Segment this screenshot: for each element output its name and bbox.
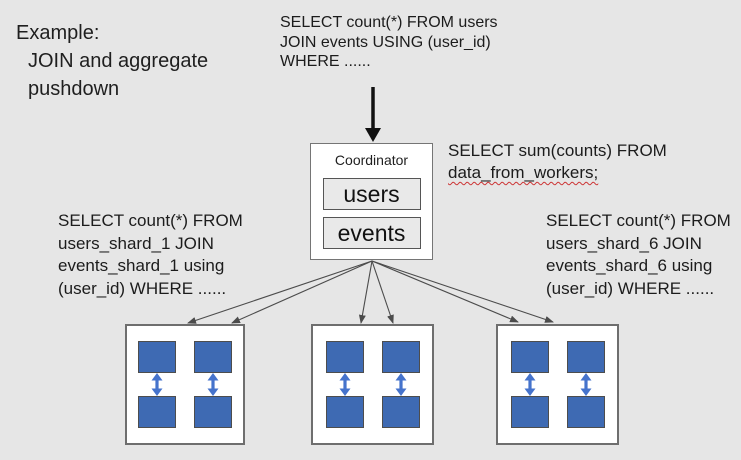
query-flow-arrow-icon — [365, 87, 381, 142]
shard-query-line: events_shard_6 using — [546, 256, 713, 275]
shard-query-line: (user_id) WHERE ...... — [546, 278, 715, 298]
incoming-query-line: JOIN events USING (user_id) — [280, 33, 491, 51]
coordinator-label: Coordinator — [334, 152, 409, 168]
shard-square — [325, 341, 364, 373]
shard-square — [138, 396, 176, 428]
shard-square — [194, 396, 232, 428]
shard-sync-arrow-icon — [580, 373, 591, 396]
worker-box — [496, 324, 619, 445]
shard-sync-arrow-icon — [207, 373, 219, 396]
coordinator-table-events: events — [322, 217, 421, 249]
incoming-query-line: WHERE ...... — [280, 53, 371, 70]
shard-square — [510, 396, 549, 428]
worker-box — [311, 324, 434, 445]
shard-square — [381, 341, 420, 373]
coordinator-box: Coordinator users events — [310, 143, 433, 260]
shard-sync-arrow-icon — [395, 373, 406, 396]
incoming-query-text: SELECT count(*) FROM users JOIN events U… — [280, 13, 498, 72]
shard-square — [381, 396, 420, 428]
slide-title-line: Example: — [16, 22, 100, 44]
shard-column — [138, 341, 176, 443]
shard-query-line: events_shard_1 using — [58, 256, 225, 275]
slide-title-line: JOIN and aggregate — [28, 50, 209, 72]
shard-column — [325, 341, 364, 443]
aggregate-query-line: data_from_workers; — [448, 163, 599, 182]
shard-query-right-text: SELECT count(*) FROM users_shard_6 JOIN … — [546, 210, 731, 300]
aggregate-query-line: SELECT sum(counts) FROM — [448, 141, 667, 160]
shard-square — [194, 341, 232, 373]
shard-square — [138, 341, 176, 373]
aggregate-query-text: SELECT sum(counts) FROM data_from_worker… — [448, 140, 667, 184]
shard-query-left-text: SELECT count(*) FROM users_shard_1 JOIN … — [58, 210, 243, 300]
shard-column — [381, 341, 420, 443]
coordinator-table-users: users — [322, 178, 421, 210]
shard-square — [510, 341, 549, 373]
shard-sync-arrow-icon — [524, 373, 535, 396]
shard-sync-arrow-icon — [151, 373, 163, 396]
shard-query-line: SELECT count(*) FROM — [546, 211, 731, 230]
shard-square — [325, 396, 364, 428]
incoming-query-line: SELECT count(*) FROM users — [280, 14, 498, 31]
shard-square — [566, 396, 605, 428]
shard-column — [566, 341, 605, 443]
slide-title: Example: JOIN and aggregate pushdown — [16, 19, 208, 103]
slide-title-line: pushdown — [28, 78, 120, 100]
shard-query-line: (user_id) WHERE ...... — [58, 278, 227, 298]
worker-box — [125, 324, 245, 445]
shard-query-line: SELECT count(*) FROM — [58, 211, 243, 230]
shard-sync-arrow-icon — [339, 373, 350, 396]
shard-square — [566, 341, 605, 373]
shard-query-line: users_shard_6 JOIN — [546, 233, 702, 253]
shard-query-line: users_shard_1 JOIN — [58, 233, 214, 253]
shard-column — [194, 341, 232, 443]
shard-column — [510, 341, 549, 443]
